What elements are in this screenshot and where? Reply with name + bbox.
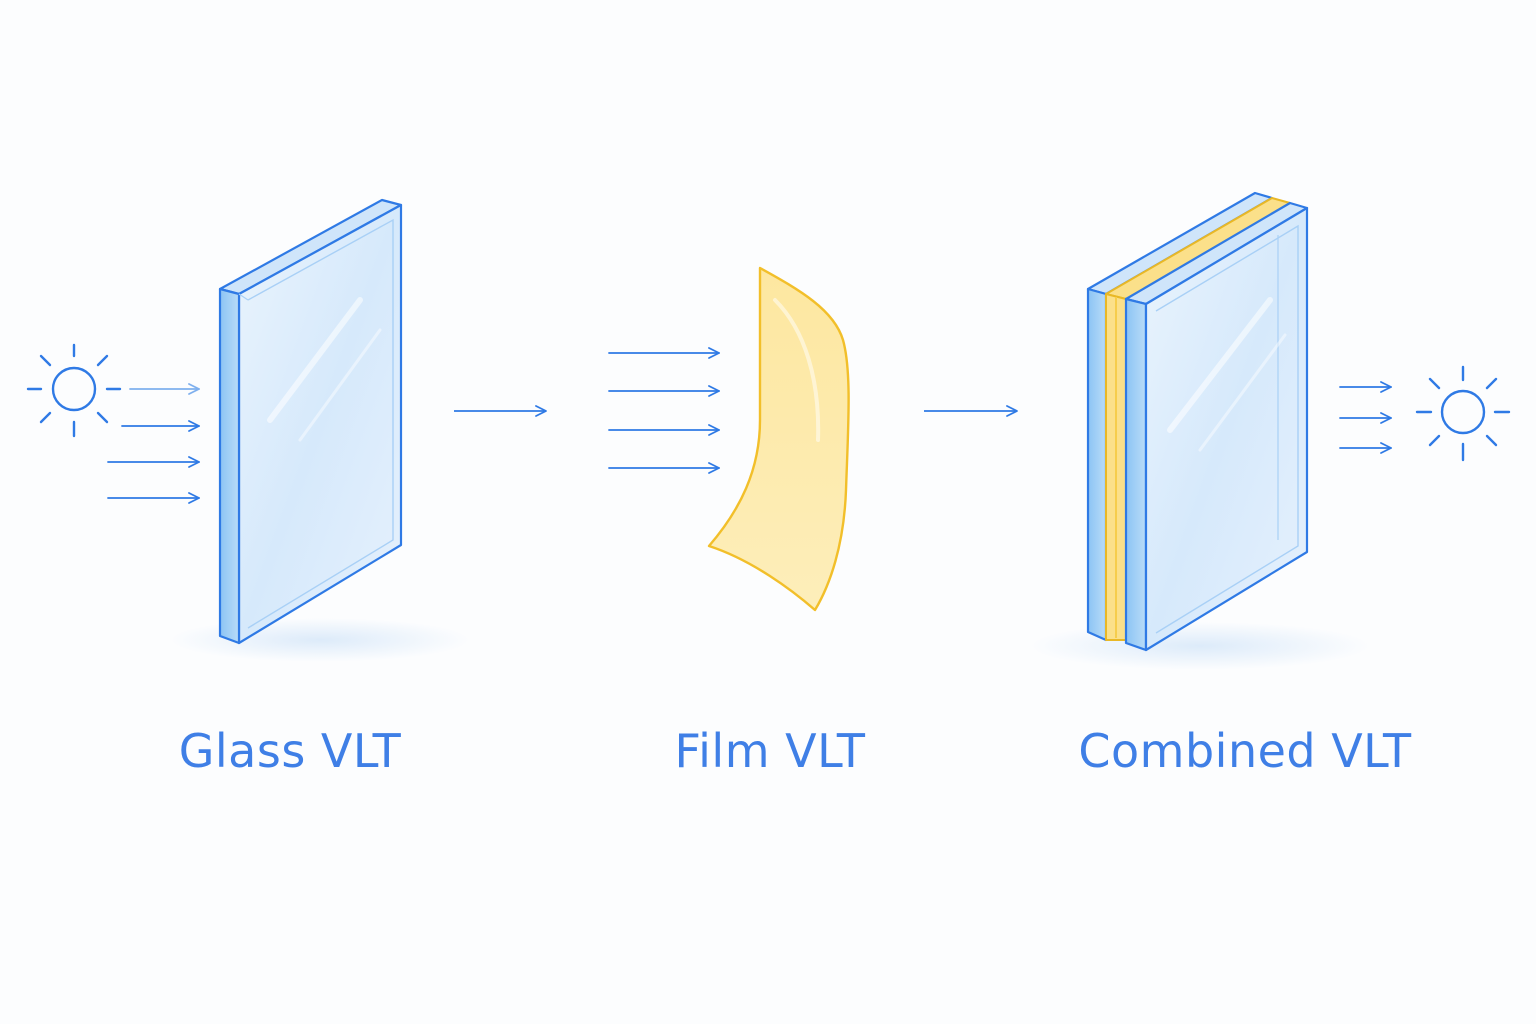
- sun-icon: [26, 343, 122, 438]
- combined-vlt-label: Combined VLT: [1078, 724, 1412, 778]
- arrow-right-icon: [608, 347, 720, 474]
- glass-pane: [170, 198, 470, 662]
- combined-pane: [1030, 191, 1370, 670]
- film-sheet: [707, 266, 850, 612]
- sun-icon: [1415, 365, 1511, 462]
- film-vlt-label: Film VLT: [674, 724, 866, 778]
- arrow-right-icon: [1339, 381, 1392, 454]
- arrow-right-icon: [107, 383, 200, 504]
- glass-vlt-label: Glass VLT: [178, 724, 402, 778]
